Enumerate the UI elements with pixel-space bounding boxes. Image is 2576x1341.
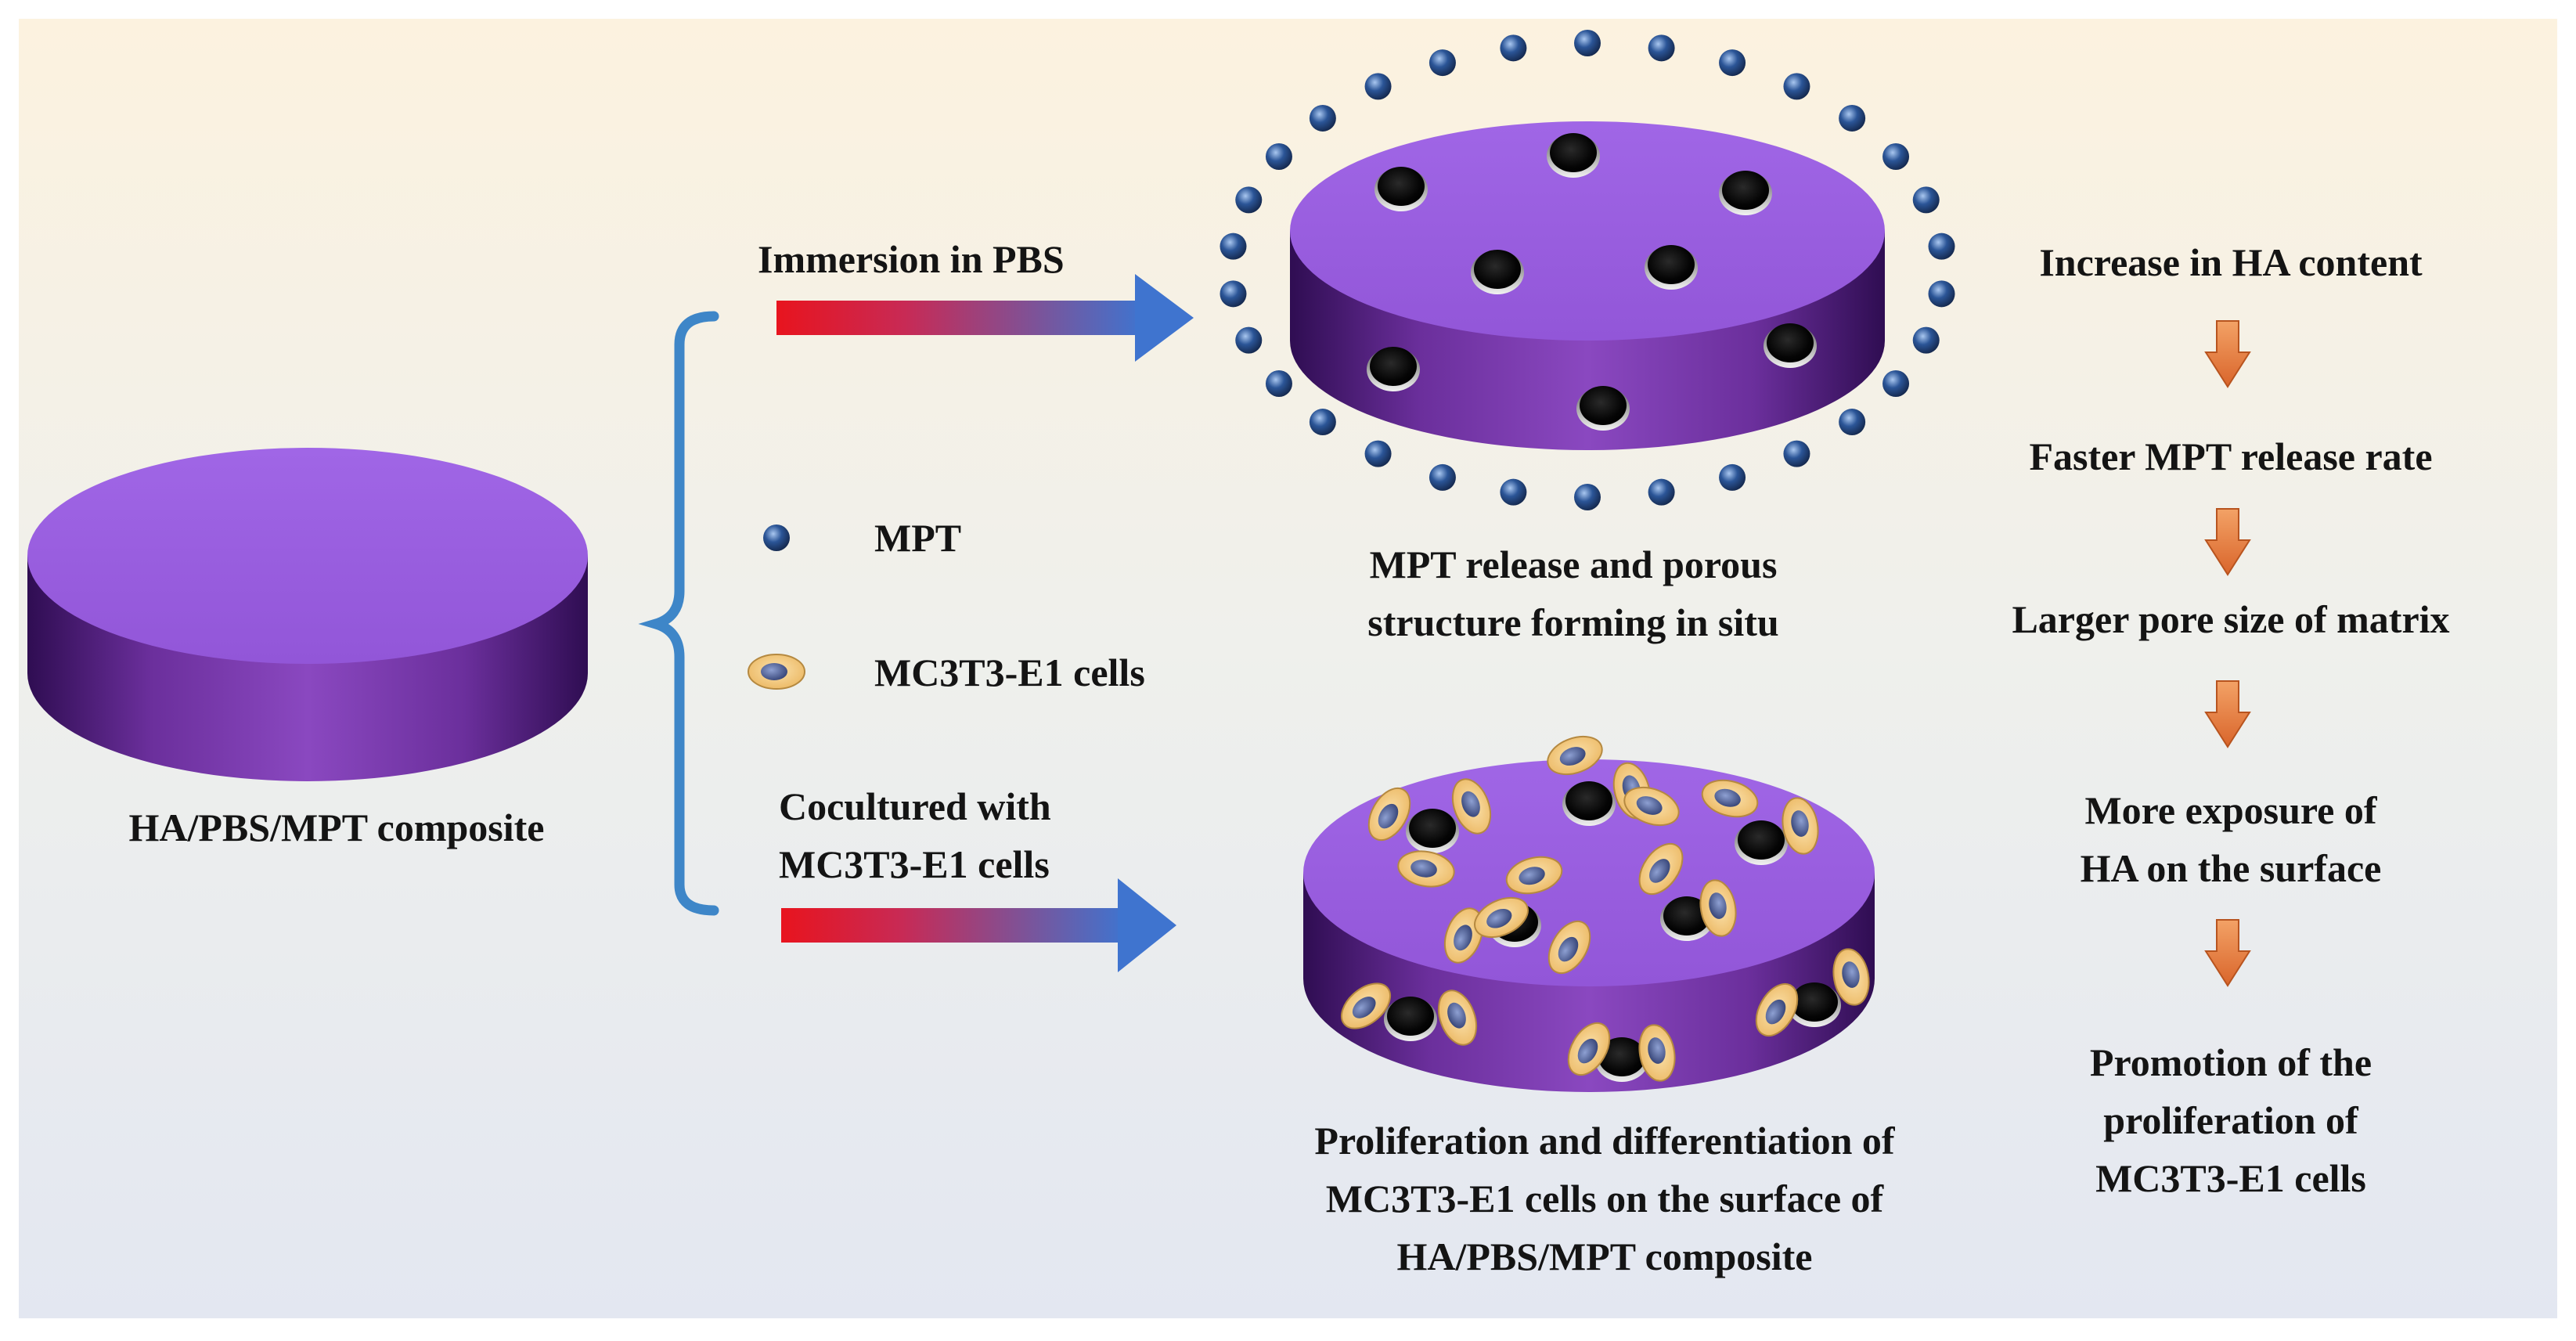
mpt-dot bbox=[1719, 49, 1746, 77]
mpt-dot bbox=[1928, 280, 1955, 308]
mpt-dot bbox=[1719, 463, 1746, 491]
flow-arrow-1 bbox=[2204, 320, 2251, 388]
mpt-dot bbox=[1783, 73, 1810, 100]
branch-bracket bbox=[638, 311, 719, 916]
flow-step-5-line-3: MC3T3-E1 cells bbox=[2095, 1156, 2366, 1200]
mpt-dot bbox=[1574, 484, 1601, 510]
lower-caption-line-1: Proliferation and differentiation of bbox=[1314, 1119, 1895, 1163]
cell-legend-label: MC3T3-E1 cells bbox=[874, 651, 1145, 694]
flow-step-3: Larger pore size of matrix bbox=[2012, 597, 2450, 641]
mpt-dot bbox=[1235, 326, 1263, 354]
composite-disc bbox=[27, 448, 588, 781]
coculture-label-line-2: MC3T3-E1 cells bbox=[779, 842, 1050, 886]
flow-step-5-line-2: proliferation of bbox=[2103, 1098, 2358, 1142]
upper-caption-line-1: MPT release and porous bbox=[1369, 543, 1778, 586]
lower-caption-line-2: MC3T3-E1 cells on the surface of bbox=[1325, 1177, 1884, 1220]
mpt-dot bbox=[1912, 186, 1940, 214]
mpt-dot bbox=[1265, 143, 1292, 170]
cell-seeded-disc bbox=[1303, 729, 1875, 1092]
flow-arrow-3 bbox=[2204, 680, 2251, 748]
composite-label: HA/PBS/MPT composite bbox=[128, 806, 545, 849]
porous-disc bbox=[1290, 121, 1885, 450]
mpt-dot bbox=[1220, 233, 1247, 260]
upper-caption-line-2: structure forming in situ bbox=[1367, 600, 1779, 644]
flow-arrows bbox=[2204, 320, 2251, 987]
mpt-dot bbox=[1220, 280, 1247, 308]
mpt-dot bbox=[1500, 478, 1527, 506]
mpt-dot bbox=[1928, 233, 1955, 260]
immersion-label: Immersion in PBS bbox=[758, 237, 1065, 281]
mpt-dot bbox=[1882, 370, 1910, 397]
flow-step-1: Increase in HA content bbox=[2039, 240, 2423, 284]
flow-arrow-4 bbox=[2204, 919, 2251, 987]
mpt-legend-icon bbox=[763, 525, 790, 551]
coculture-label-line-1: Cocultured with bbox=[779, 784, 1051, 828]
mpt-dot bbox=[1912, 326, 1940, 354]
immersion-arrow bbox=[776, 274, 1194, 362]
mpt-dot bbox=[1500, 34, 1527, 62]
mpt-dot bbox=[1429, 49, 1456, 77]
mpt-dot bbox=[1648, 34, 1675, 62]
mpt-dot bbox=[1235, 186, 1263, 214]
cell-legend-icon bbox=[748, 654, 805, 690]
mpt-dot bbox=[1783, 440, 1810, 467]
mpt-dot bbox=[1309, 104, 1336, 132]
mpt-dot bbox=[1839, 104, 1866, 132]
lower-caption-line-3: HA/PBS/MPT composite bbox=[1396, 1235, 1813, 1278]
mpt-dot bbox=[1429, 463, 1456, 491]
mpt-dot bbox=[1648, 478, 1675, 506]
mpt-dot bbox=[1265, 370, 1292, 397]
mpt-dot bbox=[1574, 30, 1601, 56]
flow-step-2: Faster MPT release rate bbox=[2029, 434, 2433, 478]
mpt-dot bbox=[1309, 409, 1336, 436]
mpt-dot bbox=[1364, 73, 1392, 100]
flow-arrow-2 bbox=[2204, 508, 2251, 576]
flow-step-4-line-1: More exposure of bbox=[2084, 788, 2377, 832]
mpt-dot bbox=[1364, 440, 1392, 467]
coculture-arrow bbox=[781, 878, 1176, 972]
released-mpt-dots bbox=[1220, 30, 1955, 510]
mpt-dot bbox=[1839, 409, 1866, 436]
flow-step-5-line-1: Promotion of the bbox=[2089, 1040, 2372, 1084]
flow-step-4-line-2: HA on the surface bbox=[2080, 846, 2382, 890]
mpt-dot bbox=[1882, 143, 1910, 170]
mpt-legend-label: MPT bbox=[874, 516, 962, 560]
